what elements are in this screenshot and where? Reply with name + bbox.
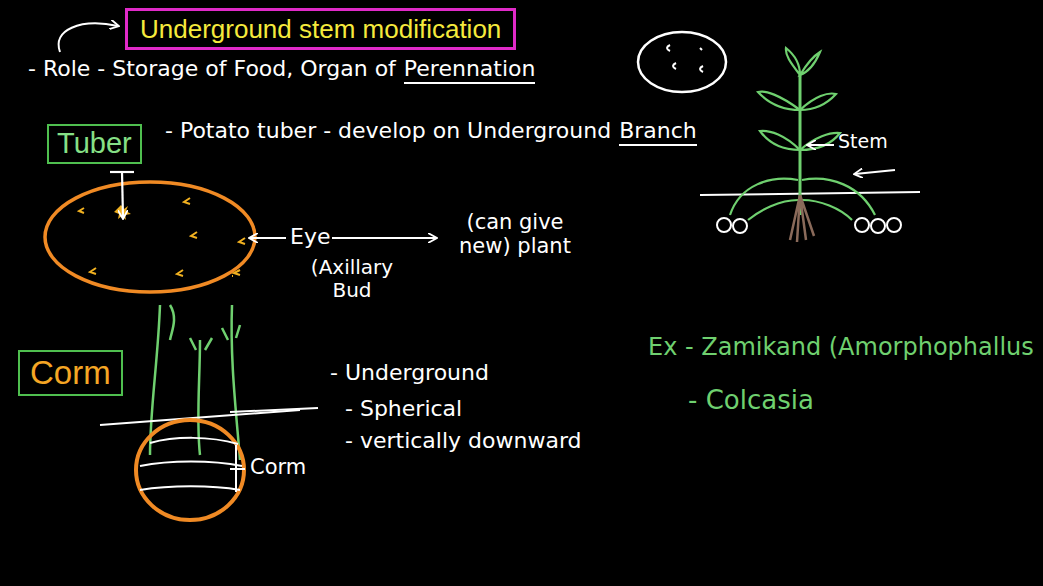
- node-text: Underground stem modification: [140, 15, 501, 44]
- sketch-stroke: [110, 171, 121, 173]
- sketch-stroke: [758, 48, 840, 150]
- sketch-stroke: [855, 170, 895, 174]
- handwritten-note: Eye: [290, 224, 330, 249]
- handwritten-note: - Colcasia: [688, 386, 814, 416]
- sketch-stroke: [140, 438, 242, 490]
- handwritten-note: Corm: [250, 455, 306, 479]
- sketch-stroke: [250, 237, 286, 239]
- sketch-stroke: [150, 305, 240, 460]
- sketch-stroke: [121, 171, 134, 173]
- sketch-stroke: [122, 172, 123, 218]
- sketch-stroke: [855, 218, 869, 232]
- underlined-note: Perennation: [404, 56, 536, 84]
- sketch-stroke: [733, 219, 747, 233]
- sketch-stroke: [790, 195, 814, 242]
- handwritten-note: - Potato tuber - develop on Underground: [165, 118, 611, 143]
- sketch-stroke: [638, 32, 726, 92]
- handwritten-note: Ex - Zamikand (Amorphophallus: [648, 334, 1034, 362]
- underlined-note: Branch: [619, 118, 697, 146]
- sketch-stroke: [230, 445, 245, 492]
- sketch-stroke: [332, 237, 436, 239]
- handwritten-note: - vertically downward: [345, 428, 582, 453]
- sketch-stroke: [136, 420, 244, 520]
- sketch-stroke: [59, 24, 118, 52]
- handwritten-note: - Underground: [330, 360, 489, 385]
- handwritten-note: (Axillary Bud: [292, 256, 412, 302]
- sketch-stroke: [45, 182, 255, 292]
- sketch-stroke: [871, 219, 885, 233]
- handwritten-note: - Spherical: [345, 396, 462, 421]
- node-text: Tuber: [57, 128, 132, 160]
- sketch-stroke: [717, 218, 731, 232]
- title-box: Underground stem modification: [125, 8, 516, 50]
- sketch-stroke: [887, 218, 901, 232]
- handwritten-note: Stem: [838, 131, 888, 153]
- node-text: Corm: [30, 355, 111, 391]
- term-box: Tuber: [47, 124, 142, 164]
- sketch-stroke: [667, 45, 703, 72]
- handwritten-note: - Role - Storage of Food, Organ of: [28, 56, 396, 81]
- sketch-stroke: [79, 198, 245, 276]
- sketch-stroke: [808, 144, 834, 146]
- sketch-stroke: [230, 408, 318, 412]
- term-box: Corm: [18, 350, 123, 396]
- sketch-stroke: [700, 192, 920, 195]
- handwritten-note: (can give new) plant: [440, 210, 590, 258]
- sketch-stroke: [799, 75, 802, 215]
